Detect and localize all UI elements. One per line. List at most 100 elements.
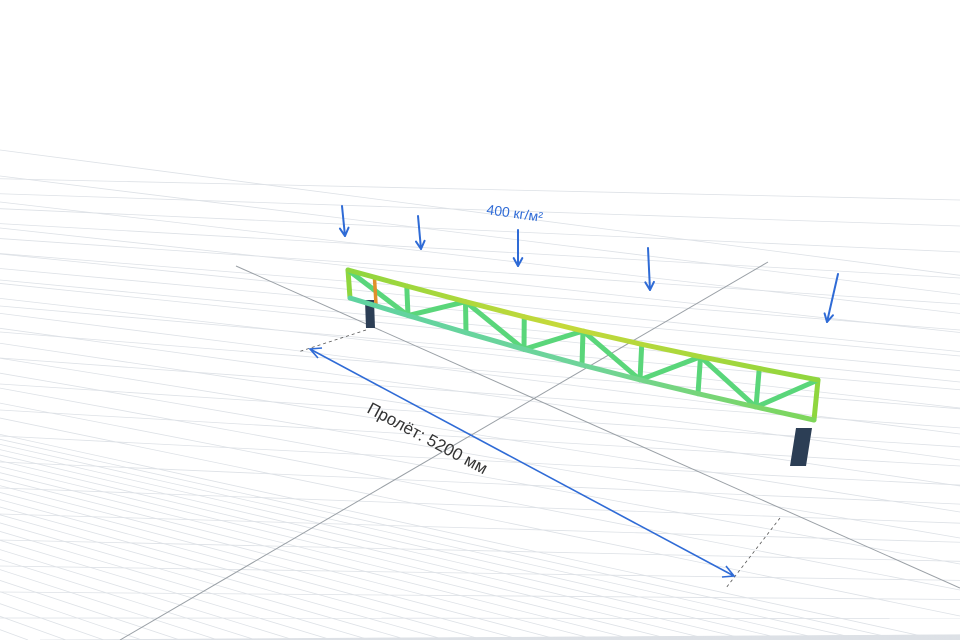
load-label: 400 кг/м² <box>486 201 545 225</box>
down-arrow-icon <box>341 205 346 237</box>
axis-x-line <box>235 265 960 589</box>
grid-line-b-9 <box>0 591 143 640</box>
grid-line-b-18 <box>0 506 485 640</box>
grid-line-b-45 <box>0 387 960 565</box>
truss[interactable] <box>345 267 821 423</box>
truss-diagonal-4 <box>580 328 643 383</box>
truss-vertical-4 <box>579 328 586 368</box>
grid-line-b-29 <box>0 438 903 640</box>
grid-line-b-35 <box>0 238 960 305</box>
load-arrow-4 <box>823 273 839 323</box>
down-arrow-icon <box>826 273 839 323</box>
grid-line-a-4 <box>0 253 960 353</box>
grid-line-b-36 <box>0 253 960 331</box>
ground-axes <box>119 261 960 640</box>
grid-line-b-44 <box>0 372 960 539</box>
down-arrow-icon <box>647 247 651 291</box>
grid-line-b-32 <box>0 193 960 227</box>
grid-line-b-33 <box>0 208 960 253</box>
arrowhead-icon <box>644 280 655 291</box>
truss-diagonal-5 <box>637 354 703 383</box>
grid-line-b-17 <box>0 514 447 640</box>
grid-line-a-2 <box>0 201 960 314</box>
grid-line-b-21 <box>0 485 599 640</box>
grid-line-b-7 <box>0 615 67 640</box>
arrowhead-icon <box>414 239 426 250</box>
grid-line-b-30 <box>0 433 941 640</box>
truss-vertical-5 <box>637 341 645 383</box>
grid-line-b-43 <box>0 357 960 513</box>
grid-line-b-34 <box>0 223 960 279</box>
truss-vertical-7 <box>753 366 762 410</box>
grid-line-b-39 <box>0 298 960 409</box>
grid-line-b-10 <box>0 579 181 640</box>
grid-line-b-16 <box>0 522 409 640</box>
grid-line-b-15 <box>0 531 371 640</box>
truss-diagonal-7 <box>753 377 821 410</box>
load-arrows <box>338 205 839 323</box>
truss-accent-member <box>372 275 378 308</box>
grid-line-b-26 <box>0 454 789 640</box>
grid-line-a-3 <box>0 227 960 333</box>
truss-diagonal-0 <box>345 267 411 319</box>
ground-grid <box>0 149 960 640</box>
span-dimension-line <box>309 348 735 577</box>
truss-vertical-6 <box>695 354 703 397</box>
load-arrow-3 <box>644 247 655 291</box>
grid-line-b-19 <box>0 499 523 640</box>
grid-line-b-11 <box>0 569 219 640</box>
truss-vertical-0 <box>345 267 353 301</box>
truss-diagonal-3 <box>521 328 586 352</box>
grid-line-b-23 <box>0 472 675 640</box>
grid-line-b-47 <box>0 417 960 617</box>
truss-vertical-8 <box>811 377 821 423</box>
grid-line-a-17 <box>0 591 960 600</box>
grid-line-a-15 <box>0 539 960 562</box>
grid-line-b-24 <box>0 466 713 640</box>
grid-line-a-5 <box>0 279 960 372</box>
span-arrowhead-right <box>721 565 736 578</box>
grid-line-a-16 <box>0 565 960 581</box>
truss-vertical-2 <box>463 299 469 336</box>
grid-line-b-6 <box>0 629 29 640</box>
arrowhead-icon <box>512 257 524 267</box>
grid-line-b-28 <box>0 443 865 640</box>
grid-line-b-46 <box>0 402 960 591</box>
grid-line-b-8 <box>0 603 105 640</box>
grid-line-b-38 <box>0 283 960 383</box>
grid-line-a-9 <box>0 383 960 448</box>
grid-line-a-11 <box>0 435 960 486</box>
grid-line-a-7 <box>0 331 960 410</box>
grid-line-b-31 <box>0 178 960 201</box>
grid-line-a-10 <box>0 409 960 467</box>
grid-line-a-8 <box>0 357 960 429</box>
truss-diagonal-2 <box>463 299 527 352</box>
grid-line-b-14 <box>0 539 333 640</box>
grid-line-b-20 <box>0 492 561 640</box>
load-arrow-0 <box>338 205 350 237</box>
truss-diagonal-1 <box>405 299 468 319</box>
down-arrow-icon <box>417 215 422 250</box>
grid-line-a-12 <box>0 461 960 505</box>
grid-line-b-41 <box>0 327 960 461</box>
truss-vertical-1 <box>404 283 411 319</box>
grid-line-a-13 <box>0 487 960 524</box>
grid-line-b-27 <box>0 449 827 640</box>
grid-line-b-25 <box>0 460 751 640</box>
truss-bottom-chord <box>347 295 817 423</box>
grid-line-b-22 <box>0 478 637 640</box>
grid-line-a-0 <box>0 149 960 276</box>
load-arrow-2 <box>512 229 524 267</box>
arrowhead-icon <box>338 226 350 237</box>
axis-z-line <box>119 261 769 640</box>
grid-line-b-13 <box>0 549 295 640</box>
grid-line-b-42 <box>0 342 960 487</box>
grid-line-b-12 <box>0 558 257 640</box>
support-right <box>790 428 812 466</box>
truss-top-chord <box>345 267 821 383</box>
load-arrow-1 <box>414 215 426 250</box>
grid-line-b-37 <box>0 268 960 357</box>
span-arrowhead-left <box>308 347 323 359</box>
arrowhead-icon <box>823 312 834 323</box>
